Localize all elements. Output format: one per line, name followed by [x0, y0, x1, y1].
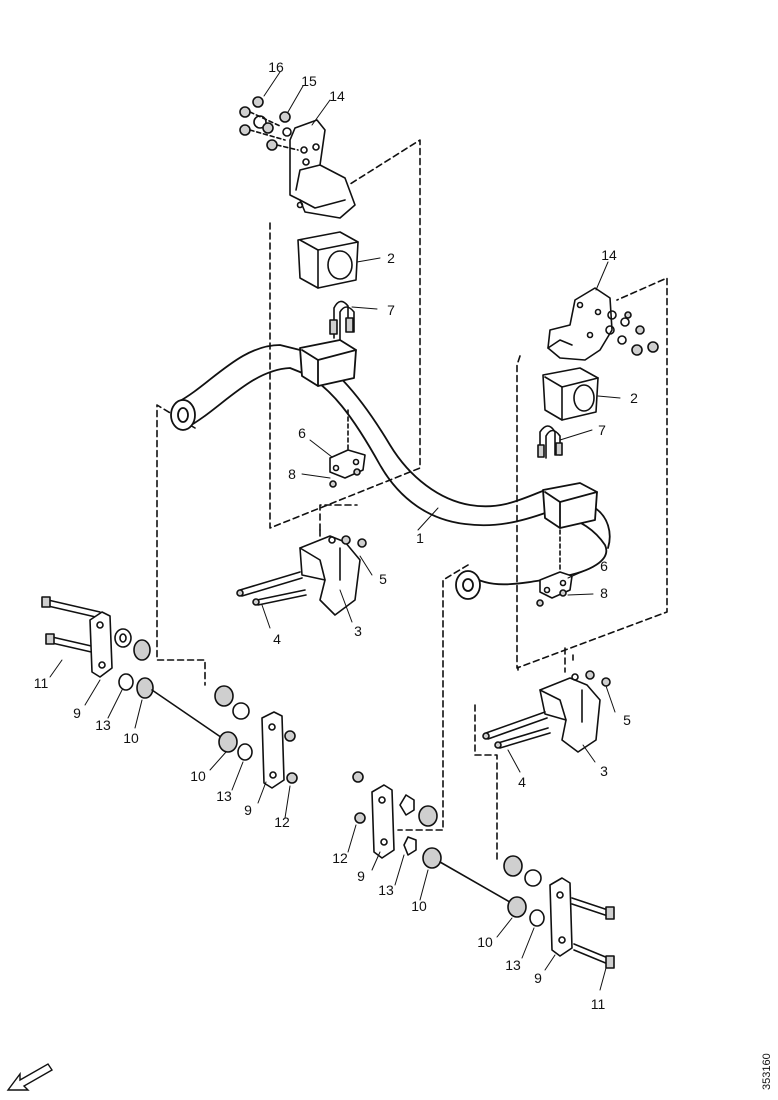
callout-5-right: 5 — [623, 712, 631, 728]
stabilizer-bar-1 — [170, 339, 611, 600]
callout-9-d: 9 — [534, 970, 542, 986]
callout-9-b: 9 — [244, 802, 252, 818]
callout-3-left: 3 — [354, 623, 362, 639]
shackle-group-left — [41, 596, 298, 789]
callout-10-a: 10 — [123, 730, 139, 746]
assembly-dashed-lines — [156, 139, 668, 861]
callout-14-upper: 14 — [329, 88, 345, 104]
u-bolt-7-right — [537, 425, 563, 459]
u-bolt-7-upper — [329, 300, 355, 343]
callout-13-a: 13 — [95, 717, 111, 733]
direction-arrow-icon — [6, 1063, 53, 1091]
callout-7-right: 7 — [598, 422, 606, 438]
bracket-14-right — [547, 287, 659, 361]
bushing-2-upper — [297, 231, 359, 289]
bracket-3-left — [236, 535, 367, 616]
callout-5-left: 5 — [379, 571, 387, 587]
callout-3-right: 3 — [600, 763, 608, 779]
leader-lines — [49, 71, 621, 991]
callout-10-d: 10 — [477, 934, 493, 950]
callout-6-upper: 6 — [298, 425, 306, 441]
callout-12-b: 12 — [332, 850, 348, 866]
callout-4-right: 4 — [518, 774, 526, 790]
callout-10-b: 10 — [190, 768, 206, 784]
callout-7-upper: 7 — [387, 302, 395, 318]
callout-11-right: 11 — [591, 996, 606, 1012]
callout-15: 15 — [301, 73, 317, 89]
callout-9-c: 9 — [357, 868, 365, 884]
callout-1: 1 — [416, 530, 424, 546]
callout-13-d: 13 — [505, 957, 521, 973]
callout-6-right: 6 — [600, 558, 608, 574]
callout-2-upper: 2 — [387, 250, 395, 266]
bracket-3-right — [482, 670, 611, 753]
callout-labels: 16 15 14 2 7 6 8 1 5 4 3 14 2 7 6 8 5 4 … — [34, 59, 638, 1012]
callout-13-c: 13 — [378, 882, 394, 898]
bracket-14-upper — [289, 119, 356, 219]
bolts-15-16-upper — [239, 96, 299, 151]
callout-9-a: 9 — [73, 705, 81, 721]
callout-4-left: 4 — [273, 631, 281, 647]
callout-8-upper: 8 — [288, 466, 296, 482]
callout-12-a: 12 — [274, 814, 290, 830]
callout-10-c: 10 — [411, 898, 427, 914]
bushing-2-right — [542, 367, 599, 421]
callout-13-b: 13 — [216, 788, 232, 804]
clamp-6-upper — [329, 409, 366, 488]
callout-14-right: 14 — [601, 247, 617, 263]
drawing-id: 353160 — [761, 1053, 773, 1090]
shackle-group-right — [352, 771, 615, 969]
callout-11-left: 11 — [34, 675, 49, 691]
clamp-6-right — [536, 529, 573, 607]
callout-2-right: 2 — [630, 390, 638, 406]
callout-16: 16 — [268, 59, 284, 75]
callout-8-right: 8 — [600, 585, 608, 601]
